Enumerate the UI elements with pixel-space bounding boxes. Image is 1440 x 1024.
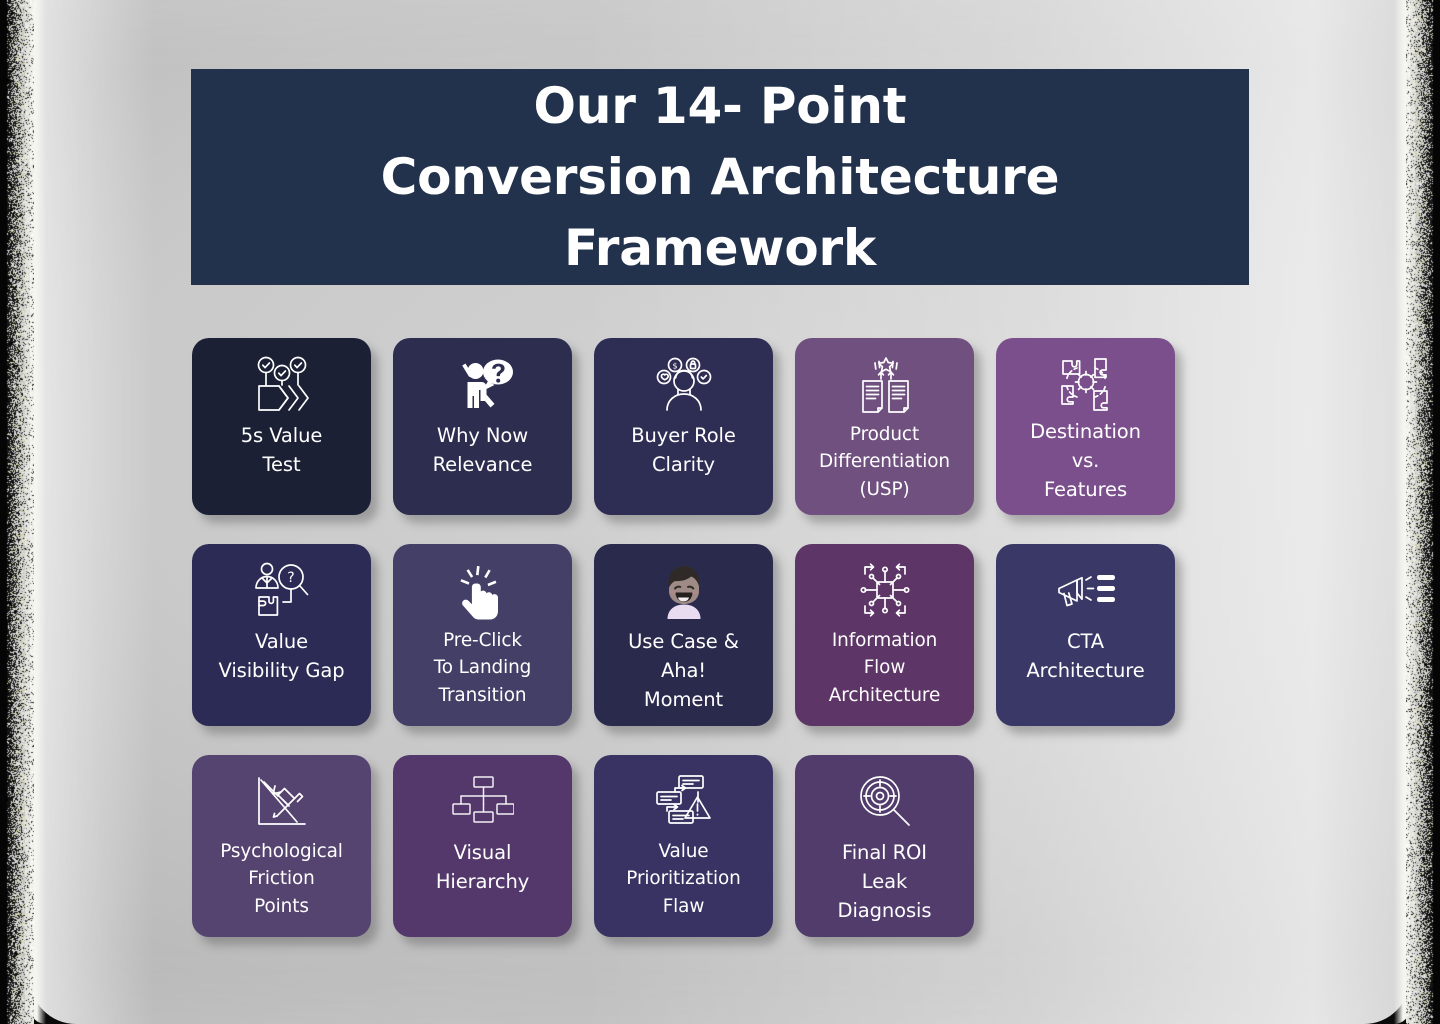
person-question-bubble-icon (452, 354, 514, 416)
framework-card-destination-vs-features[interactable]: Destination vs. Features (996, 338, 1175, 515)
framework-card-5s-value-test[interactable]: 5s Value Test (192, 338, 371, 515)
card-label: Visual Hierarchy (436, 838, 529, 896)
card-row-3: Psychological Friction Points Visual Hie… (192, 755, 1202, 937)
framework-card-product-differentiation-usp[interactable]: Product Differentiation (USP) (795, 338, 974, 515)
right-texture-strip (1406, 0, 1440, 1024)
card-label: Why Now Relevance (433, 421, 533, 479)
card-label: Information Flow Architecture (829, 627, 940, 709)
framework-card-cta-architecture[interactable]: CTA Architecture (996, 544, 1175, 726)
card-row-1: 5s Value Test Why Now Relevance $ (192, 338, 1202, 515)
megaphone-list-icon (1055, 560, 1117, 622)
documents-star-compare-icon (855, 354, 915, 416)
card-label: Product Differentiation (USP) (819, 421, 950, 503)
framework-card-value-prioritization-flaw[interactable]: Value Prioritization Flaw (594, 755, 773, 937)
card-label: Psychological Friction Points (220, 838, 343, 920)
framework-card-value-visibility-gap[interactable]: ? Value Visibility Gap (192, 544, 371, 726)
card-label: CTA Architecture (1026, 627, 1144, 685)
friction-slope-icon (251, 771, 313, 833)
magnifier-target-icon (856, 771, 914, 833)
left-texture-strip (0, 0, 34, 1024)
buyer-persona-badges-icon: $ (653, 354, 715, 416)
person-magnifier-puzzle-icon: ? (251, 560, 313, 622)
click-hand-icon (455, 560, 511, 622)
svg-text:$: $ (672, 361, 677, 370)
svg-text:?: ? (287, 570, 294, 586)
header-banner: Our 14- Point Conversion Architecture Fr… (191, 69, 1249, 285)
card-label: Use Case & Aha! Moment (628, 627, 739, 714)
card-label: Buyer Role Clarity (631, 421, 736, 479)
network-flow-icon (854, 560, 916, 622)
list-warning-icon (653, 771, 715, 833)
checkmarks-chevrons-icon (251, 354, 313, 416)
card-label: Pre-Click To Landing Transition (434, 627, 532, 709)
card-label: Value Visibility Gap (219, 627, 345, 685)
framework-card-pre-click-to-landing-transition[interactable]: Pre-Click To Landing Transition (393, 544, 572, 726)
framework-card-information-flow-architecture[interactable]: Information Flow Architecture (795, 544, 974, 726)
hierarchy-tree-icon (452, 771, 514, 833)
card-label: Value Prioritization Flaw (626, 838, 740, 920)
framework-card-visual-hierarchy[interactable]: Visual Hierarchy (393, 755, 572, 937)
framework-card-psychological-friction-points[interactable]: Psychological Friction Points (192, 755, 371, 937)
framework-card-use-case-aha-moment[interactable]: Use Case & Aha! Moment (594, 544, 773, 726)
framework-card-grid: 5s Value Test Why Now Relevance $ (192, 338, 1202, 966)
page-title: Our 14- Point Conversion Architecture Fr… (370, 71, 1070, 284)
framework-card-why-now-relevance[interactable]: Why Now Relevance (393, 338, 572, 515)
card-label: 5s Value Test (241, 421, 323, 479)
framework-card-final-roi-leak-diagnosis[interactable]: Final ROI Leak Diagnosis (795, 755, 974, 937)
card-label: Destination vs. Features (1030, 417, 1141, 504)
puzzle-gear-icon (1055, 354, 1117, 412)
card-row-2: ? Value Visibility Gap Pre-Click To Land… (192, 544, 1202, 726)
card-label: Final ROI Leak Diagnosis (838, 838, 932, 925)
framework-card-buyer-role-clarity[interactable]: $ Buyer Role Clarity (594, 338, 773, 515)
laughing-person-emoji-icon (656, 560, 712, 622)
